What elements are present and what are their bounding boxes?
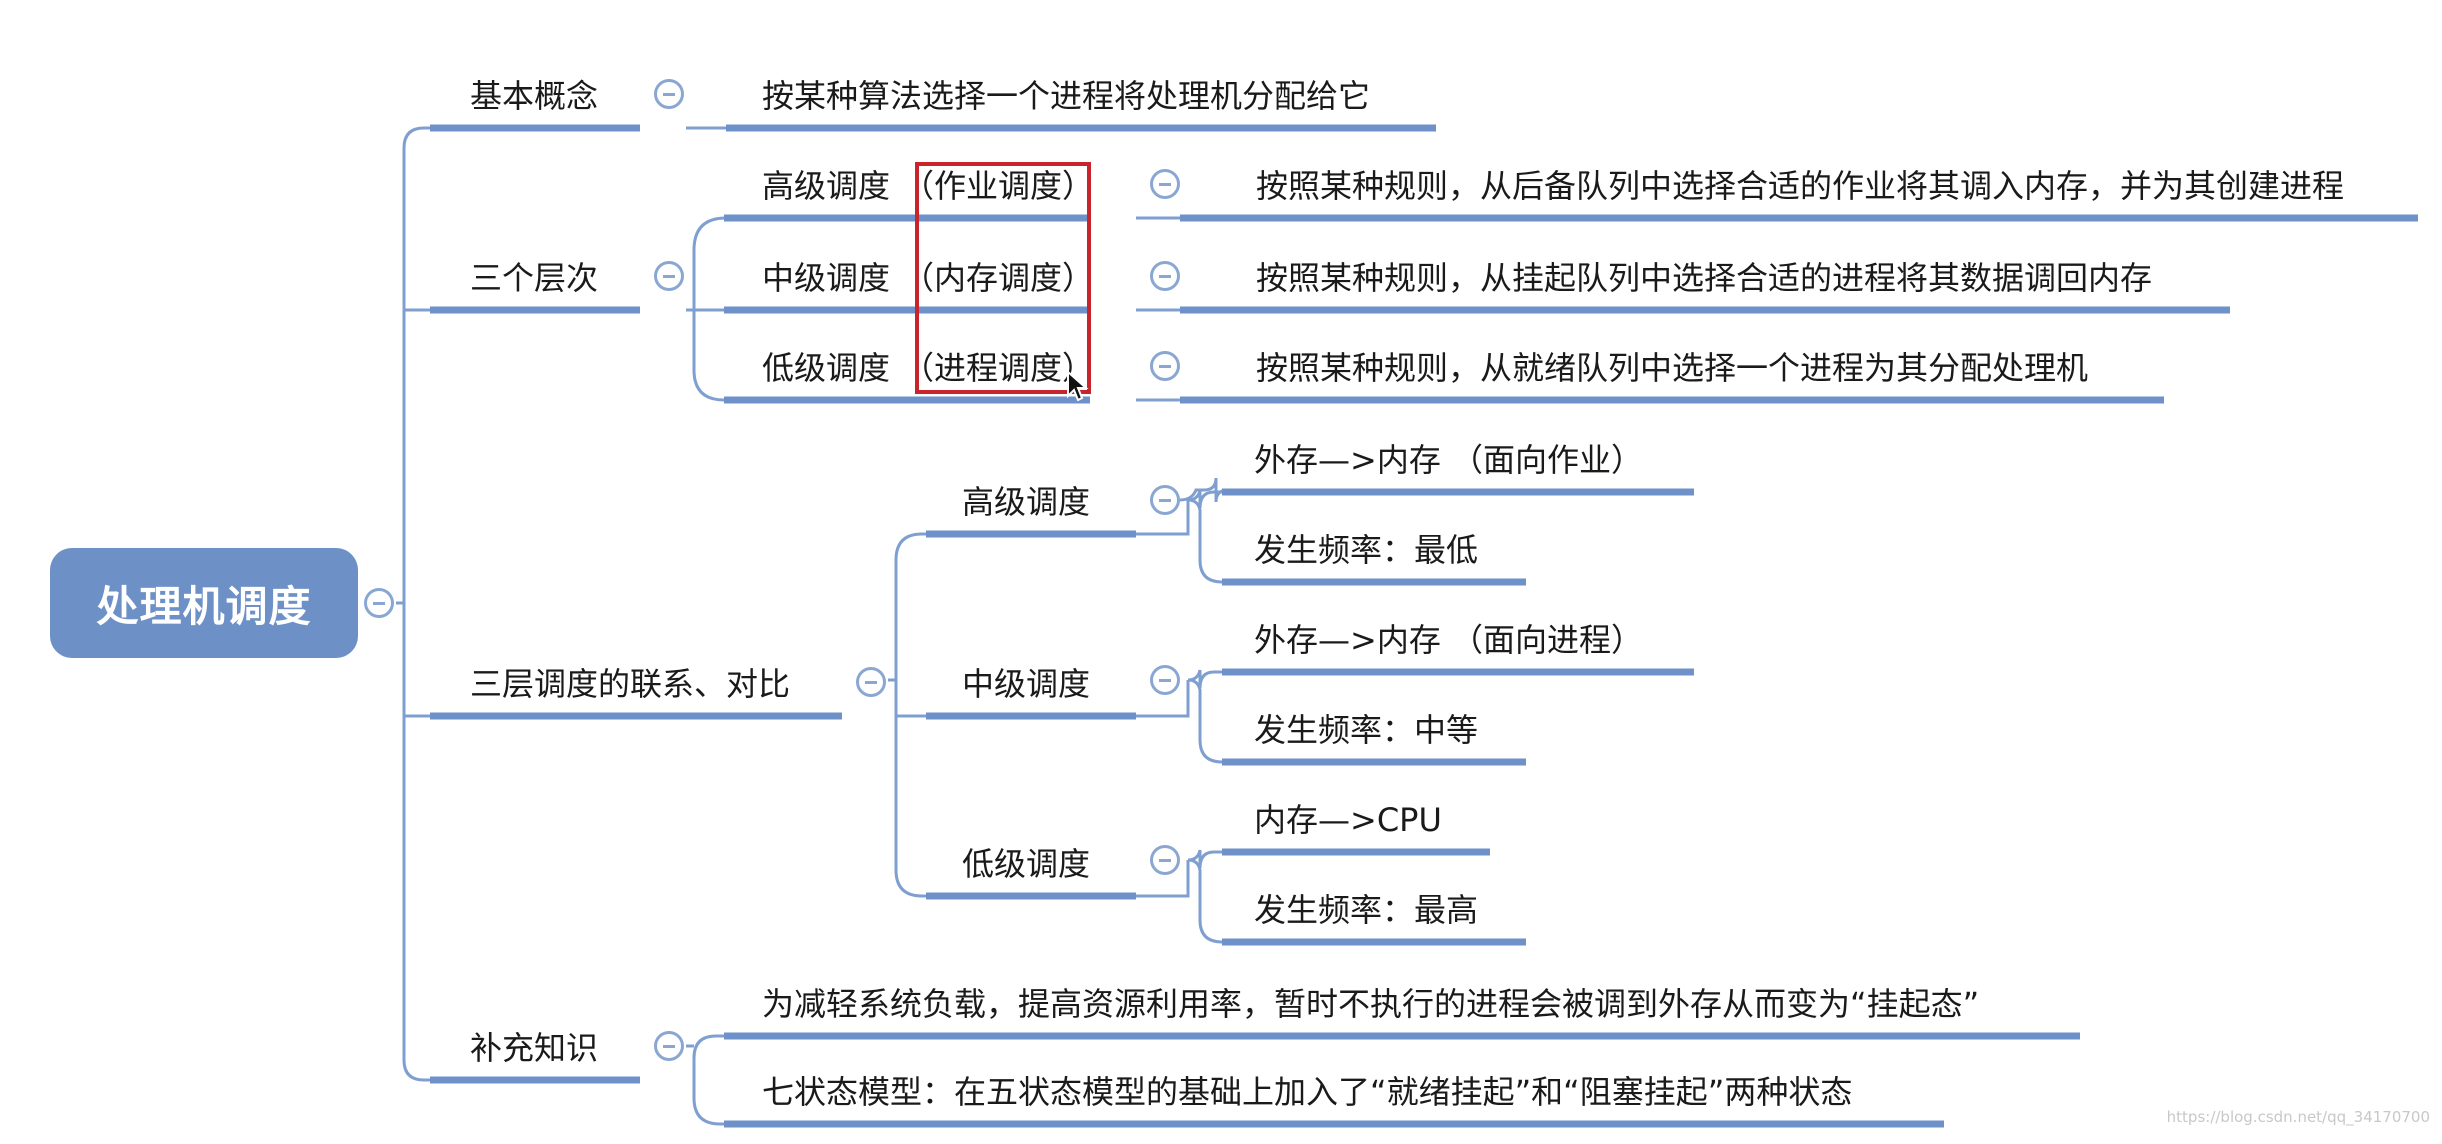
collapse-minus-icon[interactable] bbox=[1150, 845, 1180, 875]
level-mid-label: 中级调度 bbox=[762, 259, 891, 297]
level-low-detail: 按照某种规则，从就绪队列中选择一个进程为其分配处理机 bbox=[1256, 349, 2089, 387]
compare-low-frequency: 发生频率：最高 bbox=[1254, 891, 1479, 929]
level-mid-alias: （内存调度） bbox=[902, 259, 1095, 297]
level-high-label: 高级调度 bbox=[762, 167, 891, 205]
root-node[interactable]: 处理机调度 bbox=[50, 548, 358, 658]
compare-high-direction: 外存—>内存 （面向作业） bbox=[1254, 441, 1643, 479]
watermark: https://blog.csdn.net/qq_34170700 bbox=[2166, 1108, 2430, 1126]
compare-low-direction: 内存—>CPU bbox=[1254, 801, 1442, 839]
collapse-minus-icon[interactable] bbox=[1150, 351, 1180, 381]
supplement-item-2: 七状态模型：在五状态模型的基础上加入了“就绪挂起”和“阻塞挂起”两种状态 bbox=[762, 1073, 1853, 1111]
branch-supplement-label: 补充知识 bbox=[470, 1029, 599, 1067]
collapse-minus-icon[interactable] bbox=[1150, 261, 1180, 291]
branch-levels-label: 三个层次 bbox=[470, 259, 599, 297]
mouse-pointer-icon bbox=[1067, 370, 1089, 402]
compare-low-label: 低级调度 bbox=[962, 845, 1091, 883]
level-low-label: 低级调度 bbox=[762, 349, 891, 387]
compare-mid-label: 中级调度 bbox=[962, 665, 1091, 703]
compare-high-label: 高级调度 bbox=[962, 483, 1091, 521]
collapse-minus-icon[interactable] bbox=[1150, 665, 1180, 695]
collapse-minus-icon[interactable] bbox=[654, 1031, 684, 1061]
compare-mid-frequency: 发生频率：中等 bbox=[1254, 711, 1479, 749]
compare-high-frequency: 发生频率：最低 bbox=[1254, 531, 1479, 569]
collapse-minus-icon[interactable] bbox=[364, 588, 394, 618]
compare-mid-direction: 外存—>内存 （面向进程） bbox=[1254, 621, 1643, 659]
collapse-minus-icon[interactable] bbox=[856, 667, 886, 697]
collapse-minus-icon[interactable] bbox=[1150, 485, 1180, 515]
collapse-minus-icon[interactable] bbox=[654, 79, 684, 109]
collapse-minus-icon[interactable] bbox=[654, 261, 684, 291]
level-low-alias: （进程调度） bbox=[902, 349, 1095, 387]
branch-concept-label: 基本概念 bbox=[470, 77, 599, 115]
root-label: 处理机调度 bbox=[96, 581, 312, 631]
level-high-alias: （作业调度） bbox=[902, 167, 1095, 205]
level-high-detail: 按照某种规则，从后备队列中选择合适的作业将其调入内存，并为其创建进程 bbox=[1256, 167, 2345, 205]
supplement-item-1: 为减轻系统负载，提高资源利用率，暂时不执行的进程会被调到外存从而变为“挂起态” bbox=[762, 985, 1980, 1023]
collapse-minus-icon[interactable] bbox=[1150, 169, 1180, 199]
level-mid-detail: 按照某种规则，从挂起队列中选择合适的进程将其数据调回内存 bbox=[1256, 259, 2153, 297]
branch-compare-label: 三层调度的联系、对比 bbox=[470, 665, 791, 703]
concept-detail: 按某种算法选择一个进程将处理机分配给它 bbox=[762, 77, 1371, 115]
highlight-box bbox=[915, 162, 1091, 394]
